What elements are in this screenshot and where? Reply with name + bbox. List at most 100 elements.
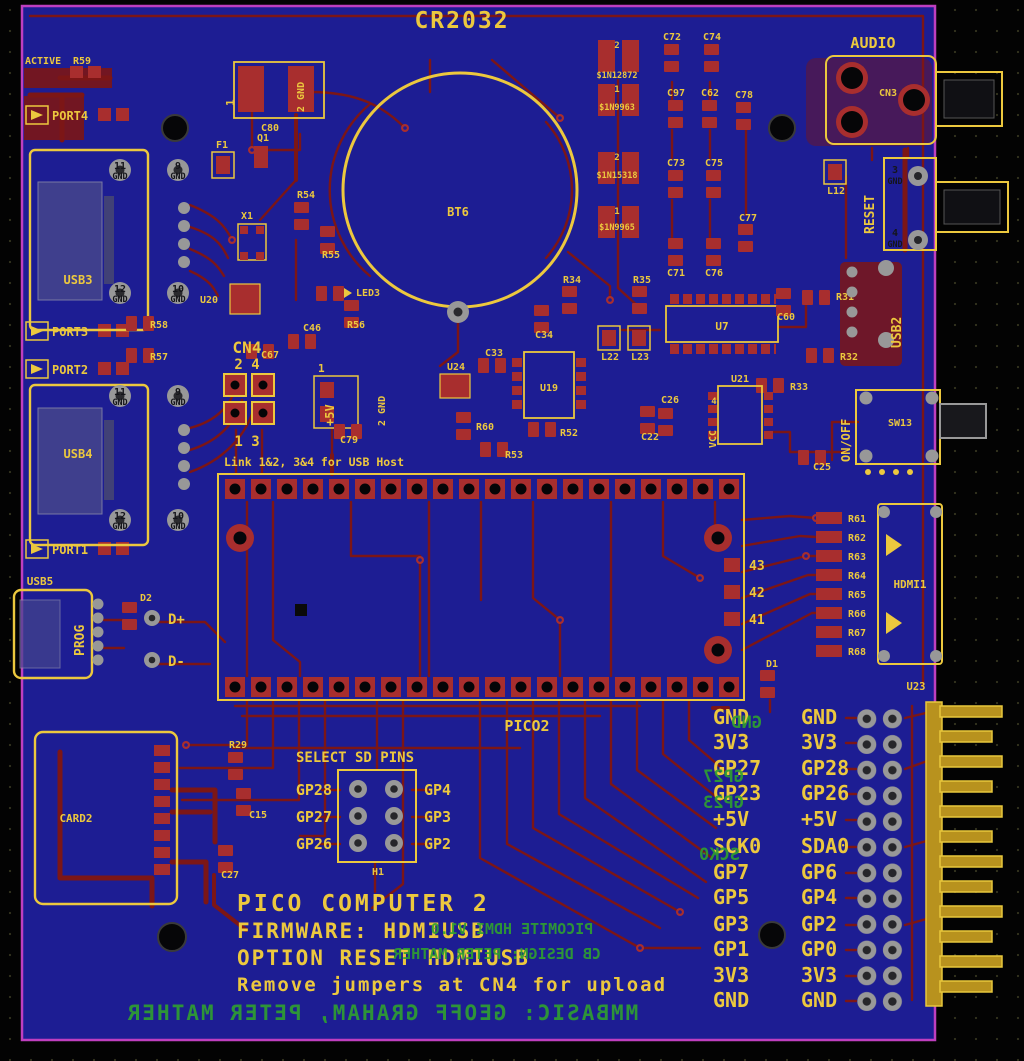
usb4-pin11: 11 <box>114 387 126 398</box>
passives-right-mid[interactable]: C60 R31 R32 R33 <box>756 288 858 393</box>
power-switch-button[interactable] <box>939 403 987 439</box>
x1-crystal[interactable]: X1 <box>237 211 267 261</box>
pico2-module[interactable]: 43 42 41 PICO2 <box>217 473 765 735</box>
diode-a-label: $1N12872 <box>597 71 638 81</box>
hdmi-wedge-icon <box>886 534 902 556</box>
battery-type-label: CR2032 <box>414 8 509 34</box>
diode-a-pin: 2 <box>614 41 619 51</box>
usb5-connector[interactable]: USB5 PROG <box>12 575 104 680</box>
r58-label: R58 <box>150 320 168 331</box>
reset-jack-stub[interactable] <box>935 181 1009 233</box>
capacitor-bank-topright[interactable]: C72 C74 C97 C62 C78 C73 C75 C77 C71 C76 <box>663 32 757 279</box>
r52-label: R52 <box>560 428 578 439</box>
audio-jack-stub[interactable] <box>935 71 1003 127</box>
prog-test-pads[interactable]: D+ D- <box>144 610 185 670</box>
r64-label: R64 <box>848 571 866 582</box>
port2-connector[interactable]: PORT2 <box>25 359 129 379</box>
c80-pin2gnd: 2 GND <box>296 82 307 112</box>
gpio-row-8-right: GP2 <box>801 912 837 936</box>
gpio-row-0-left: GND <box>713 705 749 729</box>
usb3-pin10-gnd: GND <box>170 295 185 305</box>
diode-b-label: $1N9963 <box>599 103 635 113</box>
resistor-ladder[interactable]: R61 R62 R63 R64 R65 R66 R67 R68 <box>816 512 866 658</box>
card2-connector[interactable]: CARD2 <box>33 730 179 906</box>
r62-label: R62 <box>848 533 866 544</box>
usb4-pin9-gnd: GND <box>170 398 185 408</box>
c80-pin1: 1 <box>224 99 237 106</box>
gpio-row-3-right: GP26 <box>801 781 849 805</box>
cn4-jumper-block[interactable]: CN4 2 4 1 3 Link 1&2, 3&4 for USB Host <box>223 338 404 469</box>
r33-label: R33 <box>790 382 808 393</box>
mid-analog-section[interactable]: L22 L23 C34 C33 U19 U24 R60 R52 R53 C22 … <box>439 275 831 473</box>
gpio-expansion-header[interactable]: U23 GND GND 3V3 3V3 GP27 GP28 GP23 GP26 … <box>699 681 925 1016</box>
l12-inductor[interactable]: L12 <box>823 159 847 197</box>
title-line-1: PICO COMPUTER 2 <box>237 891 490 917</box>
u21-pin4: 4 <box>711 397 717 407</box>
gpio-row-10-left: 3V3 <box>713 963 749 987</box>
sw13-label: SW13 <box>888 418 912 429</box>
gpio-row-4-right: +5V <box>801 807 837 831</box>
pico-pad41-label: 41 <box>749 613 765 628</box>
diode-b-pin: 1 <box>614 85 619 95</box>
mounting-holes <box>157 114 796 952</box>
plus5v-jumper[interactable]: 1 +5V 2 GND C79 <box>313 362 388 446</box>
diode-d-pin: 1 <box>614 207 619 217</box>
back-silk-line-3: MMBASIC: GEOFF GRAHAM, PETER MATHER <box>126 1001 639 1025</box>
d2-diode[interactable]: D2 <box>122 593 152 630</box>
back-silk-line-1: PICOMITE HDMI V1.0 <box>431 920 594 938</box>
reset-connector[interactable]: 3 GND 4 GND RESET <box>863 157 937 251</box>
c80-capacitor[interactable]: 1 2 GND C80 <box>224 61 325 134</box>
sd-left-2: GP26 <box>296 835 332 853</box>
usb3-connector[interactable]: 11 GND 9 GND 12 GND 10 GND USB3 <box>28 148 190 332</box>
c27-label: C27 <box>221 870 239 881</box>
jumper-pin1: 1 <box>318 362 325 375</box>
usb3-pin11-gnd: GND <box>112 172 127 182</box>
board[interactable]: ACTIVE R59 PORT4 PORT3 PORT2 PORT1 11 GN… <box>12 4 943 1042</box>
r67-label: R67 <box>848 628 866 639</box>
battery-bt6[interactable]: CR2032 BT6 <box>341 8 579 323</box>
u19-label: U19 <box>540 383 558 394</box>
port4-connector[interactable]: PORT4 <box>25 105 129 125</box>
small-passives-topleft[interactable]: R54 R55 R56 LED3 C46 C67 R58 R57 <box>126 190 380 363</box>
gpio-row-10-right: 3V3 <box>801 963 837 987</box>
pico-pad42-label: 42 <box>749 586 765 601</box>
usb4-pin9: 9 <box>175 387 181 398</box>
usb2-connector[interactable]: USB2 <box>846 260 906 348</box>
r66-label: R66 <box>848 609 866 620</box>
pico2-label: PICO2 <box>504 717 549 735</box>
r35-label: R35 <box>633 275 651 286</box>
d2-label: D2 <box>140 593 152 604</box>
usb3-pin12-gnd: GND <box>112 295 127 305</box>
card2-label: CARD2 <box>59 812 92 825</box>
gpio-row-2-right: GP28 <box>801 756 849 780</box>
r53-label: R53 <box>505 450 523 461</box>
hdmi-connector[interactable]: HDMI1 <box>877 503 943 665</box>
active-led-area[interactable]: ACTIVE R59 <box>25 56 101 78</box>
card-passives[interactable]: R29 C15 C27 <box>218 740 267 881</box>
u7-ic[interactable]: U7 <box>665 294 779 354</box>
d1-label: D1 <box>766 659 778 670</box>
usb3-pin12: 12 <box>114 284 126 295</box>
port-arrow-icon <box>31 364 43 374</box>
usb4-connector[interactable]: 11 GND 9 GND 12 GND 10 GND USB4 <box>28 383 190 547</box>
l22-label: L22 <box>601 352 619 363</box>
c78-label: C78 <box>735 90 753 101</box>
edge-connector-fingers[interactable] <box>925 701 1003 1007</box>
led3-label: LED3 <box>356 288 380 299</box>
d1-diode[interactable]: D1 <box>760 659 778 698</box>
c80-label: C80 <box>261 123 279 134</box>
usb3-label: USB3 <box>64 273 93 287</box>
gpio-row-7-right: GP4 <box>801 885 837 909</box>
audio-connector[interactable]: AUDIO CN3 <box>825 34 937 145</box>
usb3-pin9: 9 <box>175 161 181 172</box>
q1-transistor[interactable]: Q1 <box>254 133 269 168</box>
u24-label: U24 <box>447 362 465 373</box>
r31-label: R31 <box>836 292 854 303</box>
gpio-row-6-left: GP7 <box>713 860 749 884</box>
sd-select-jumpers[interactable]: SELECT SD PINS GP28 GP27 GP26 GP4 GP3 GP… <box>296 750 451 878</box>
u20-ic[interactable]: U20 <box>200 283 261 315</box>
diode-array[interactable]: 2 $1N12872 1 $1N9963 2 $1N15318 1 $1N996… <box>597 40 639 238</box>
f1-fuse[interactable]: F1 <box>211 140 235 179</box>
